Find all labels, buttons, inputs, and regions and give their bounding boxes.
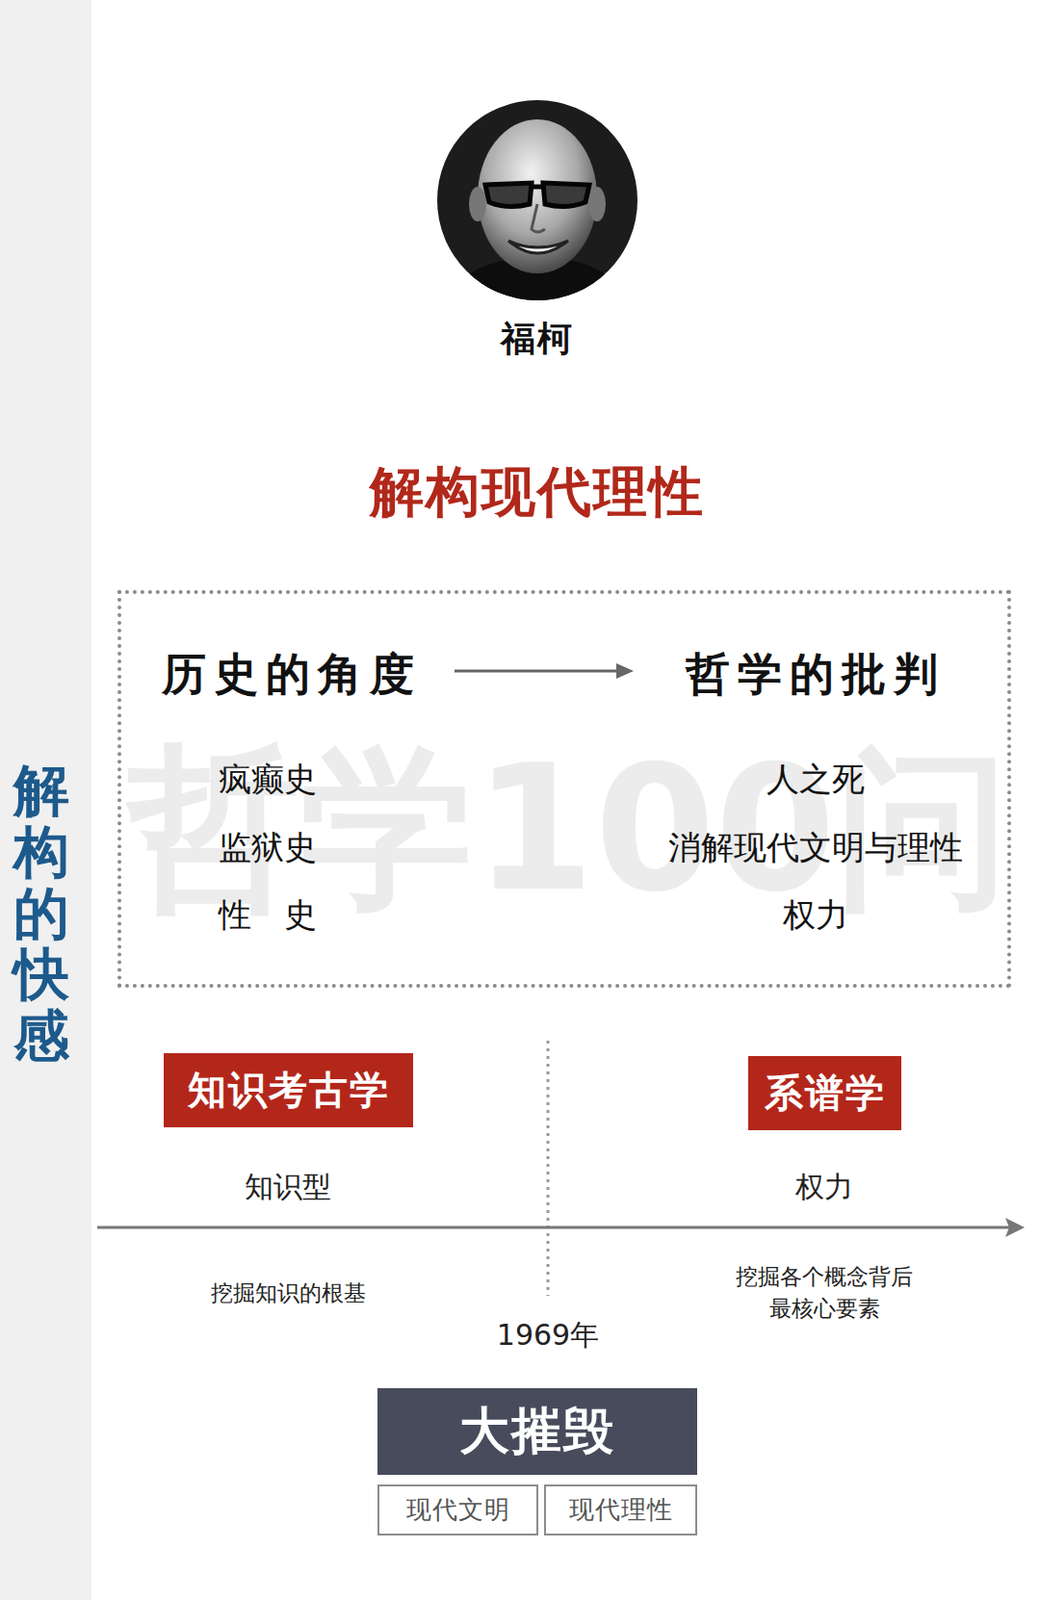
box-label: 现代文明: [406, 1493, 511, 1528]
box-label: 大摧毁: [459, 1398, 616, 1466]
portrait-ear: [588, 186, 606, 222]
portrait-nose: [531, 204, 546, 233]
timeline-head: [1005, 1218, 1025, 1238]
red-box: 系谱学: [748, 1056, 902, 1131]
note-label: 1969年: [496, 1314, 599, 1357]
portrait-ear: [468, 186, 487, 222]
side-title: 解构的快感: [13, 760, 70, 1068]
dark-box: 大摧毁: [377, 1388, 698, 1476]
portrait-glasses: [485, 182, 590, 208]
panel-item: 性 史: [218, 893, 317, 938]
panel-item: 疯癫史: [218, 757, 317, 803]
box-label: 知识考古学: [187, 1064, 390, 1118]
portrait-circle: 福柯: [437, 100, 638, 301]
red-box: 知识考古学: [163, 1053, 414, 1128]
dotted-panel: 历史的角度 哲学的批判疯癫史监狱史性 史 人之死消解现代文明与理性权力: [117, 590, 1012, 988]
arrow-line: [454, 670, 620, 674]
side-strip: [0, 0, 92, 1600]
portrait-head: [477, 119, 598, 274]
panel-heading: 历史的角度: [161, 645, 422, 705]
portrait-glasses-bridge: [531, 184, 544, 190]
box-label: 系谱学: [764, 1066, 886, 1120]
box-label: 现代理性: [569, 1493, 674, 1528]
title: 解构现代理性: [369, 456, 705, 530]
panel-item: 消解现代文明与理性: [668, 826, 963, 871]
panel-item: 监狱史: [218, 826, 317, 871]
portrait-ground: [437, 100, 638, 301]
note-label: 挖掘各个概念背后 最核心要素: [728, 1261, 921, 1326]
note-label: 权力: [795, 1166, 854, 1209]
note-label: 挖掘知识的根基: [210, 1277, 366, 1310]
timeline-axis: [97, 1226, 1010, 1230]
portrait-smile: [508, 240, 569, 254]
person-name: 福柯: [500, 315, 574, 364]
panel-item: 人之死: [766, 757, 865, 803]
note-label: 知识型: [244, 1166, 332, 1209]
panel-item: 权力: [782, 893, 849, 938]
portrait-illustration: [437, 100, 638, 301]
outline-box: 现代文明: [377, 1484, 539, 1536]
outline-box: 现代理性: [544, 1484, 698, 1536]
arrow-head: [616, 663, 634, 679]
panel-heading: 哲学的批判: [685, 645, 946, 705]
divider-line: [546, 1040, 550, 1297]
